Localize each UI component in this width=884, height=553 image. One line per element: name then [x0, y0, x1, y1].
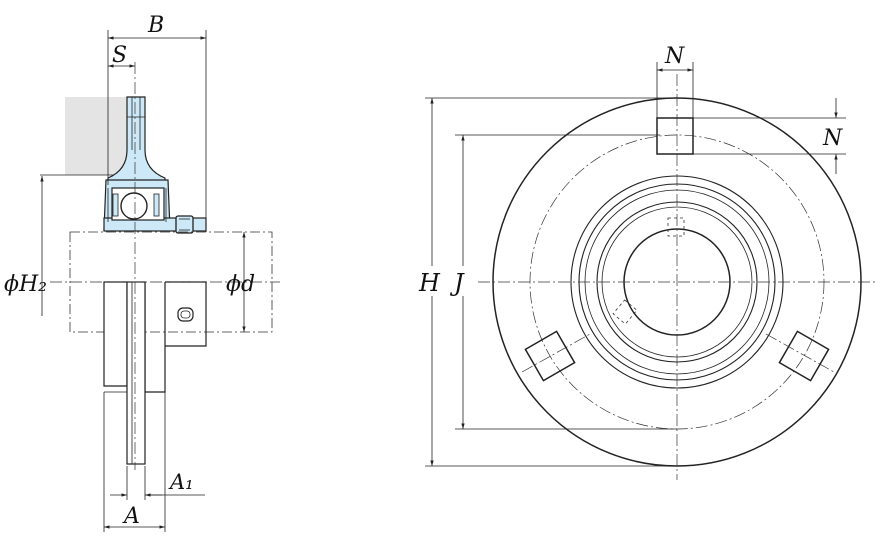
front-view: H J N N — [418, 44, 876, 480]
label-S: S — [112, 43, 127, 68]
set-screw — [175, 215, 194, 234]
mounting-surface — [65, 97, 127, 175]
housing-lower — [103, 281, 128, 387]
bearing-ball — [120, 192, 148, 220]
label-phi-d: ϕd — [226, 272, 255, 297]
label-N-top: N — [664, 44, 685, 69]
label-H: H — [418, 269, 441, 297]
bolt-hole-top — [656, 117, 694, 155]
flange-stem — [126, 281, 146, 465]
bolt-hole-right — [778, 330, 830, 382]
side-section-view: B S ϕH₂ ϕd A₁ A — [4, 13, 280, 532]
label-phi-H2: ϕH₂ — [4, 272, 47, 297]
label-B: B — [147, 13, 164, 38]
label-A: A — [122, 504, 140, 529]
bolt-hole-left — [524, 330, 576, 382]
label-A1: A₁ — [168, 470, 194, 494]
label-N-side: N — [822, 126, 843, 151]
